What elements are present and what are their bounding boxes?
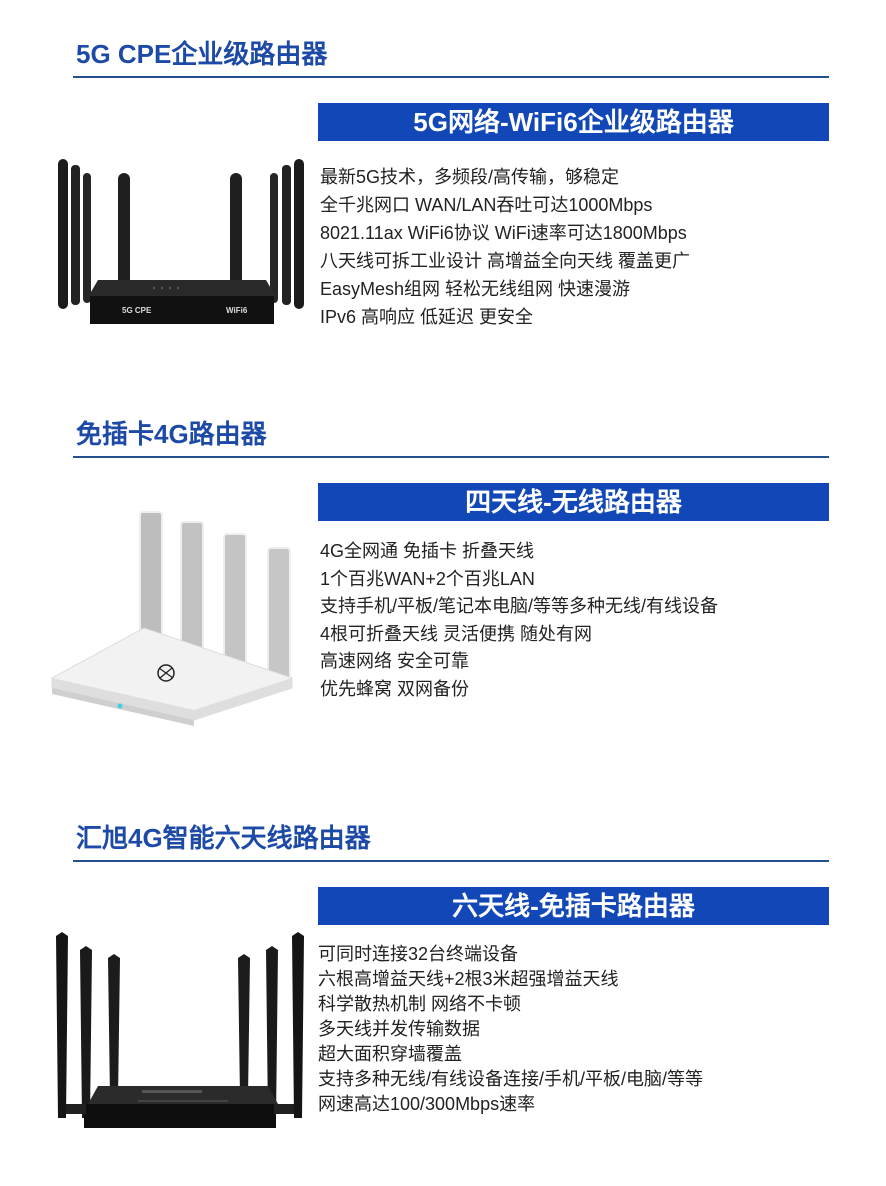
section-divider — [73, 860, 829, 862]
feature-item: 高速网络 安全可靠 — [320, 651, 470, 671]
front-label-wifi6: WiFi6 — [226, 306, 248, 315]
feature-list: 可同时连接32台终端设备 六根高增益天线+2根3米超强增益天线 科学散热机制 网… — [318, 942, 703, 1117]
router-image-white-4-antenna — [51, 511, 293, 726]
front-label-5g-cpe: 5G CPE — [122, 306, 152, 315]
feature-item: EasyMesh组网 轻松无线组网 快速漫游 — [320, 279, 631, 299]
feature-item: 网速高达100/300Mbps速率 — [318, 1094, 536, 1114]
feature-item: 多天线并发传输数据 — [318, 1019, 480, 1039]
feature-item: 超大面积穿墙覆盖 — [318, 1044, 462, 1064]
feature-item: 最新5G技术，多频段/高传输，够稳定 — [320, 167, 620, 187]
feature-list: 4G全网通 免插卡 折叠天线 1个百兆WAN+2个百兆LAN 支持手机/平板/笔… — [320, 538, 718, 703]
feature-item: 支持多种无线/有线设备连接/手机/平板/电脑/等等 — [318, 1069, 704, 1089]
feature-item: 八天线可拆工业设计 高增益全向天线 覆盖更广 — [320, 251, 690, 271]
feature-item: 8021.11ax WiFi6协议 WiFi速率可达1800Mbps — [320, 223, 687, 243]
router-image-black-6-antenna — [56, 932, 304, 1128]
feature-list: 最新5G技术，多频段/高传输，够稳定 全千兆网口 WAN/LAN吞吐可达1000… — [320, 163, 690, 331]
feature-item: 科学散热机制 网络不卡顿 — [318, 994, 521, 1014]
feature-item: IPv6 高响应 低延迟 更安全 — [320, 307, 534, 327]
feature-item: 支持手机/平板/笔记本电脑/等等多种无线/有线设备 — [320, 596, 719, 616]
feature-item: 优先蜂窝 双网备份 — [320, 678, 470, 699]
feature-item: 全千兆网口 WAN/LAN吞吐可达1000Mbps — [320, 195, 653, 215]
product-banner: 5G网络-WiFi6企业级路由器 — [318, 103, 829, 141]
section-divider — [73, 76, 829, 78]
feature-item: 可同时连接32台终端设备 — [318, 944, 519, 964]
router-image-5g-cpe: 5G CPE WiFi6 — [58, 159, 304, 324]
section-title: 免插卡4G路由器 — [76, 419, 267, 449]
section-divider — [73, 456, 829, 458]
section-title: 汇旭4G智能六天线路由器 — [76, 823, 371, 853]
section-title: 5G CPE企业级路由器 — [76, 39, 328, 69]
product-banner: 四天线-无线路由器 — [318, 483, 829, 521]
feature-item: 六根高增益天线+2根3米超强增益天线 — [318, 969, 619, 989]
product-section-5g-cpe: 5G CPE企业级路由器 5G网络-WiFi6企业级路由器 5G CPE WiF… — [0, 0, 886, 380]
feature-item: 4G全网通 免插卡 折叠天线 — [320, 541, 535, 561]
feature-item: 1个百兆WAN+2个百兆LAN — [320, 568, 535, 589]
product-banner: 六天线-免插卡路由器 — [318, 887, 829, 925]
feature-item: 4根可折叠天线 灵活便携 随处有网 — [320, 623, 593, 644]
